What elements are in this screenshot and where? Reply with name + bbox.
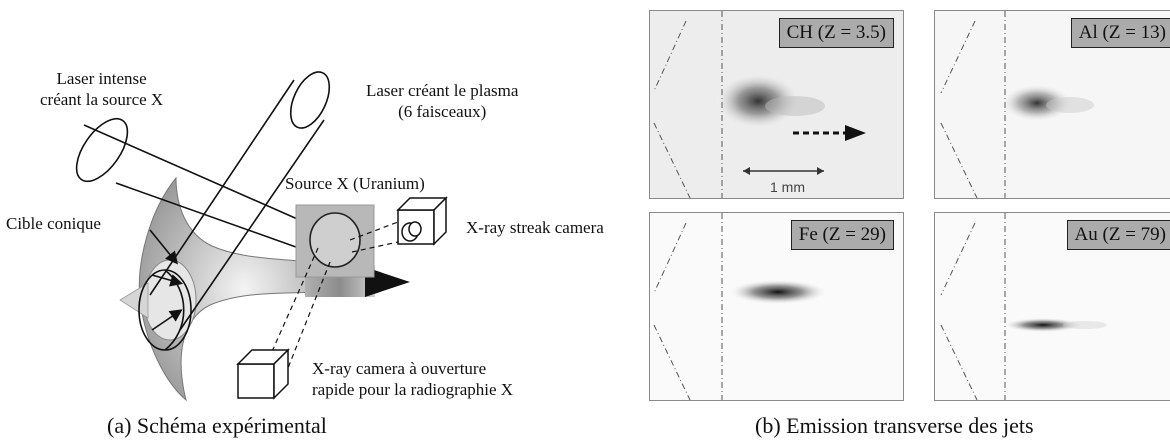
- radiography-camera-icon: [236, 348, 290, 400]
- label-radiography-camera: X-ray camera à ouverture rapide pour la …: [312, 359, 514, 399]
- label-intense-laser: Laser intense créant la source X: [40, 69, 164, 109]
- panel-al: Al (Z = 13): [934, 10, 1170, 199]
- panel-fe-label: Fe (Z = 29): [790, 220, 894, 250]
- panel-ch-label: CH (Z = 3.5): [778, 18, 894, 48]
- panel-al-label: Al (Z = 13): [1070, 18, 1170, 48]
- label-conical-target: Cible conique: [6, 214, 101, 233]
- scale-bar-label: 1 mm: [770, 179, 805, 195]
- panel-fe: Fe (Z = 29): [649, 212, 904, 401]
- label-streak-camera: X-ray streak camera: [466, 218, 604, 237]
- caption-right: (b) Emission transverse des jets: [755, 413, 1034, 438]
- cone-arrows: [149, 229, 184, 331]
- panel-au: Au (Z = 79): [934, 212, 1170, 401]
- label-xray-source: Source X (Uranium): [285, 174, 425, 193]
- experimental-scheme-diagram: [75, 71, 448, 402]
- label-plasma-laser: Laser créant le plasma (6 faisceaux): [366, 81, 519, 121]
- xray-source: [295, 204, 375, 278]
- camera-dashed-lines: [269, 221, 399, 369]
- caption-left: (a) Schéma expérimental: [107, 413, 327, 438]
- streak-camera-icon: [396, 196, 448, 246]
- panel-ch: 1 mm CH (Z = 3.5): [649, 10, 904, 199]
- panel-au-label: Au (Z = 79): [1066, 220, 1170, 250]
